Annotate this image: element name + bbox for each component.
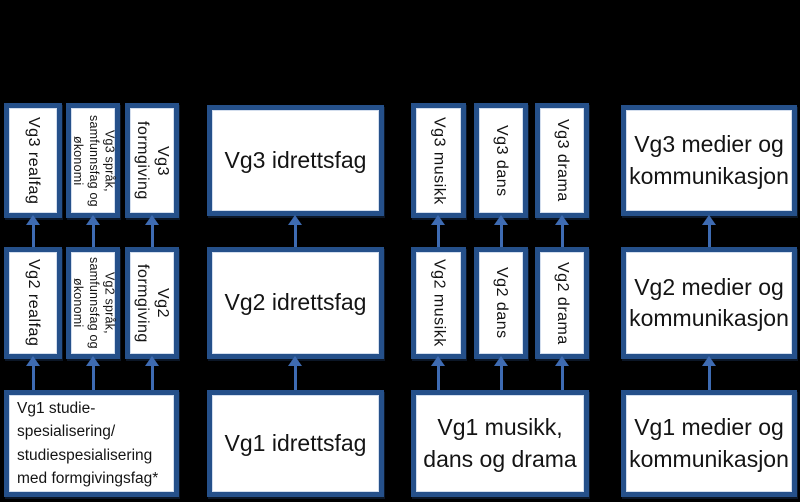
box-vg2-medier: Vg2 medier og kommunikasjon (621, 247, 797, 359)
box-label-vg1-musikk-dans-drama: Vg1 musikk, dans og drama (423, 414, 577, 472)
up-arrow-icon (26, 356, 40, 391)
arrow-head (26, 215, 40, 225)
box-vg2-idrettsfag: Vg2 idrettsfag (207, 247, 384, 359)
arrow-head (555, 356, 569, 366)
box-vg2-sprak-samfunnsfag-okonomi: Vg2 språk, samfunnsfag og økonomi (66, 247, 120, 359)
arrow-stem (91, 225, 95, 248)
box-vg3-medier: Vg3 medier og kommunikasjon (621, 105, 797, 216)
box-label-vg3-dans: Vg3 dans (493, 124, 510, 197)
box-label-vg3-sprak-samfunnsfag-okonomi: Vg3 språk, samfunnsfag og økonomi (71, 114, 117, 207)
arrow-head (288, 356, 302, 366)
arrow-stem (31, 225, 35, 248)
up-arrow-icon (431, 215, 445, 248)
box-vg2-dans: Vg2 dans (474, 247, 528, 359)
arrow-stem (436, 366, 440, 391)
up-arrow-icon (288, 215, 302, 248)
arrow-head (702, 356, 716, 366)
up-arrow-icon (86, 215, 100, 248)
box-label-vg2-dans: Vg2 dans (493, 267, 510, 339)
arrow-head (288, 215, 302, 225)
arrow-head (145, 215, 159, 225)
arrow-stem (150, 366, 154, 391)
box-label-vg2-sprak-samfunnsfag-okonomi: Vg2 språk, samfunnsfag og økonomi (71, 257, 117, 349)
up-arrow-icon (431, 356, 445, 391)
box-label-vg3-formgiving: Vg3 formgiving (134, 121, 171, 200)
box-label-vg2-formgiving: Vg2 formgiving (134, 263, 171, 343)
up-arrow-icon (702, 215, 716, 248)
box-label-vg2-idrettsfag: Vg2 idrettsfag (224, 289, 367, 316)
box-vg1-medier: Vg1 medier og kommunikasjon (621, 390, 797, 497)
box-vg2-formgiving: Vg2 formgiving (125, 247, 179, 359)
box-vg3-dans: Vg3 dans (474, 103, 528, 218)
arrow-stem (499, 366, 503, 391)
box-vg2-realfag: Vg2 realfag (4, 247, 62, 359)
box-label-vg2-musikk: Vg2 musikk (430, 259, 448, 347)
box-label-vg1-studiespesialisering: Vg1 studie- spesialisering/ studiespesia… (17, 400, 159, 487)
arrow-stem (560, 225, 564, 248)
arrow-stem (293, 366, 297, 391)
arrow-head (494, 215, 508, 225)
up-arrow-icon (555, 356, 569, 391)
up-arrow-icon (26, 215, 40, 248)
up-arrow-icon (494, 215, 508, 248)
box-vg2-drama: Vg2 drama (535, 247, 589, 359)
box-label-vg1-idrettsfag: Vg1 idrettsfag (224, 429, 367, 456)
arrow-head (494, 356, 508, 366)
arrow-head (431, 356, 445, 366)
box-label-vg2-drama: Vg2 drama (554, 261, 571, 345)
box-label-vg1-medier: Vg1 medier og kommunikasjon (629, 414, 789, 472)
arrow-head (555, 215, 569, 225)
box-vg3-musikk: Vg3 musikk (411, 103, 466, 218)
arrow-head (86, 215, 100, 225)
up-arrow-icon (555, 215, 569, 248)
box-label-vg3-medier: Vg3 medier og kommunikasjon (629, 131, 789, 189)
box-vg1-musikk-dans-drama: Vg1 musikk, dans og drama (411, 390, 589, 497)
up-arrow-icon (702, 356, 716, 391)
arrow-head (86, 356, 100, 366)
box-vg1-idrettsfag: Vg1 idrettsfag (207, 390, 384, 497)
box-vg3-sprak-samfunnsfag-okonomi: Vg3 språk, samfunnsfag og økonomi (66, 103, 120, 218)
up-arrow-icon (494, 356, 508, 391)
up-arrow-icon (86, 356, 100, 391)
up-arrow-icon (145, 215, 159, 248)
arrow-stem (560, 366, 564, 391)
box-label-vg3-idrettsfag: Vg3 idrettsfag (224, 146, 367, 173)
arrow-stem (150, 225, 154, 248)
arrow-head (26, 356, 40, 366)
box-label-vg3-drama: Vg3 drama (554, 119, 571, 202)
arrow-stem (91, 366, 95, 391)
arrow-head (702, 215, 716, 225)
arrow-head (145, 356, 159, 366)
box-vg2-musikk: Vg2 musikk (411, 247, 466, 359)
box-label-vg2-medier: Vg2 medier og kommunikasjon (629, 273, 789, 331)
up-arrow-icon (145, 356, 159, 391)
box-vg3-formgiving: Vg3 formgiving (125, 103, 179, 218)
box-vg3-realfag: Vg3 realfag (4, 103, 62, 218)
up-arrow-icon (288, 356, 302, 391)
box-vg1-studiespesialisering: Vg1 studie- spesialisering/ studiespesia… (4, 390, 179, 497)
arrow-stem (499, 225, 503, 248)
arrow-stem (31, 366, 35, 391)
box-vg3-drama: Vg3 drama (535, 103, 589, 218)
arrow-stem (707, 366, 711, 391)
arrow-stem (707, 225, 711, 248)
arrow-stem (293, 225, 297, 248)
arrow-stem (436, 225, 440, 248)
box-label-vg3-musikk: Vg3 musikk (430, 116, 448, 205)
arrow-head (431, 215, 445, 225)
box-label-vg3-realfag: Vg3 realfag (25, 116, 42, 205)
box-label-vg2-realfag: Vg2 realfag (25, 259, 42, 347)
box-vg3-idrettsfag: Vg3 idrettsfag (207, 105, 384, 216)
